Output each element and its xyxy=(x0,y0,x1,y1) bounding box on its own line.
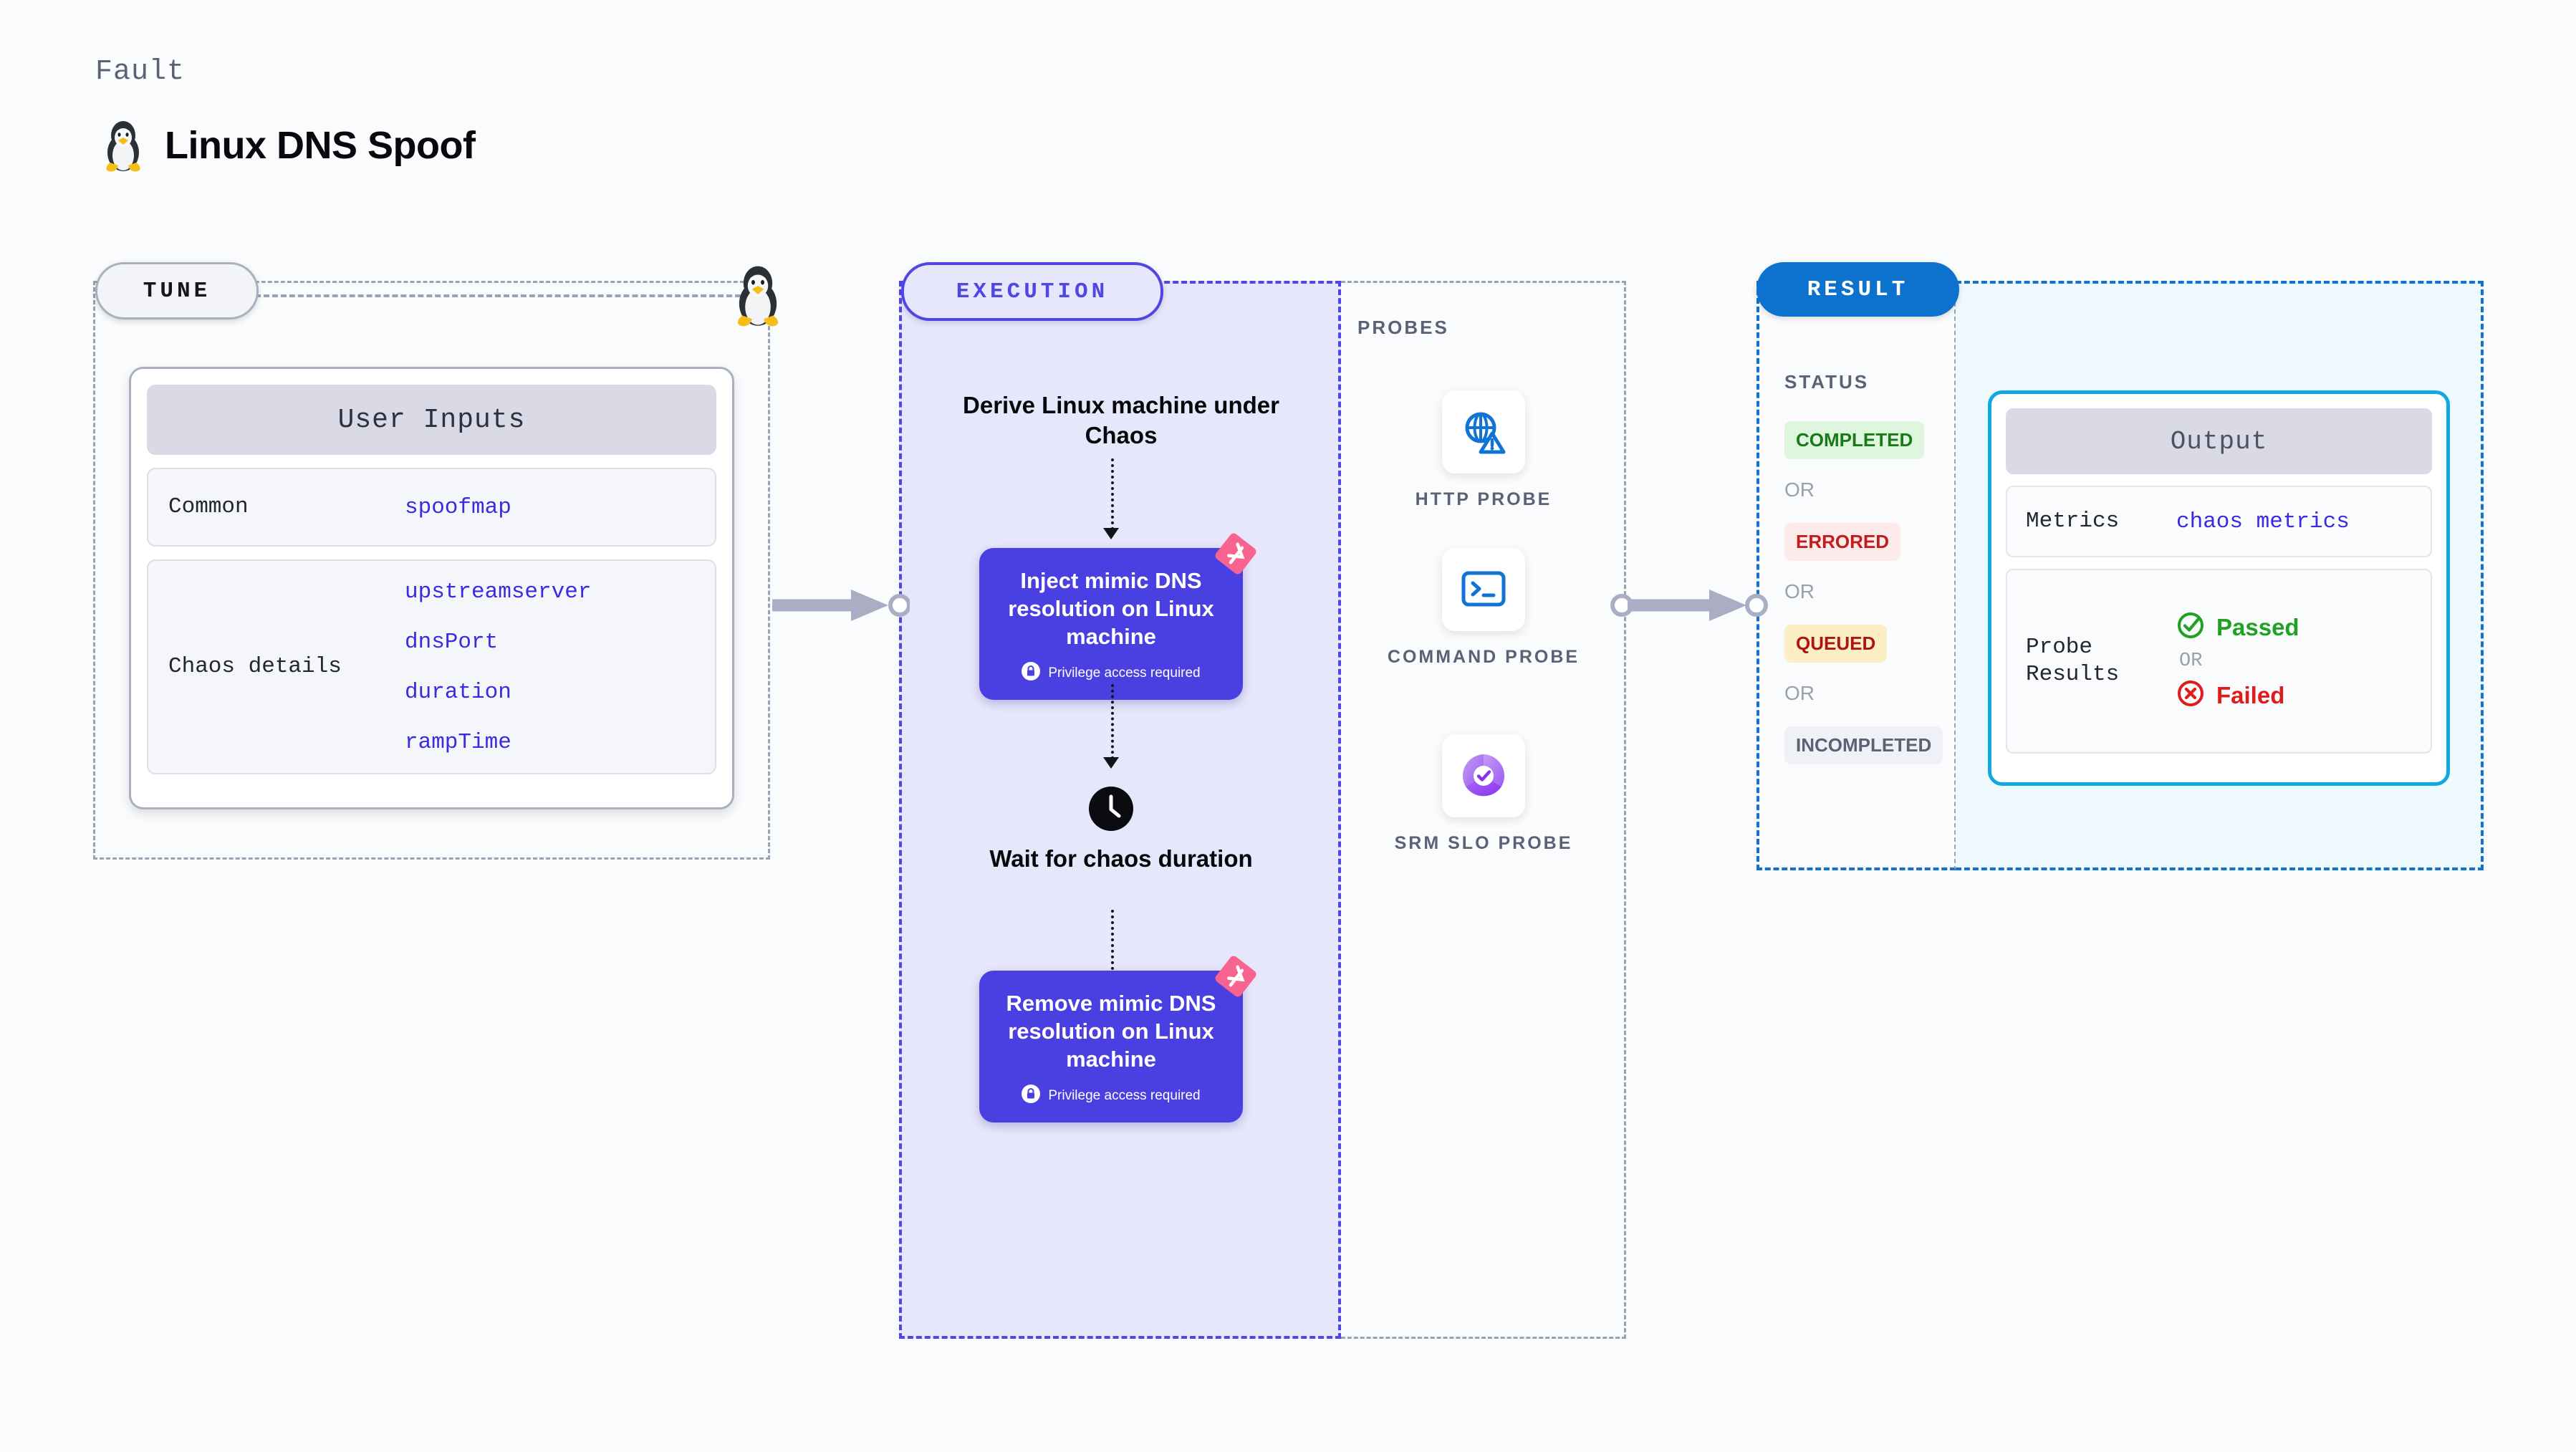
status-section-title: STATUS xyxy=(1784,371,1870,393)
tune-value-spoofmap[interactable]: spoofmap xyxy=(405,494,511,520)
terminal-icon xyxy=(1442,548,1525,631)
status-separator-or: OR xyxy=(1784,580,1815,602)
probes-section-title: PROBES xyxy=(1357,317,1449,338)
page-title-row: Linux DNS Spoof xyxy=(100,118,476,173)
stage-pill-execution[interactable]: EXECUTION xyxy=(901,262,1163,321)
tune-value-duration[interactable]: duration xyxy=(405,679,511,705)
tune-value-dnsport[interactable]: dnsPort xyxy=(405,629,499,655)
slo-donut-check-icon xyxy=(1442,734,1525,817)
tune-value-ramptime[interactable]: rampTime xyxy=(405,729,511,755)
tux-linux-icon-border xyxy=(731,262,785,328)
tune-row-chaos-values: upstreamserver dnsPort duration rampTime xyxy=(405,580,591,755)
fault-kicker-label: Fault xyxy=(95,56,186,88)
tune-value-upstreamserver[interactable]: upstreamserver xyxy=(405,579,592,605)
probe-result-passed: Passed xyxy=(2176,611,2299,643)
stage-pill-result[interactable]: RESULT xyxy=(1756,262,1959,317)
output-row-probe-results: Probe Results Passed OR xyxy=(2006,569,2432,754)
tune-row-common-values: spoofmap xyxy=(405,495,511,520)
execution-node-inject-privilege: Privilege access required xyxy=(996,662,1226,684)
output-card: Output Metrics chaos metrics Probe Resul… xyxy=(1988,390,2450,786)
tune-row-chaos-details: Chaos details upstreamserver dnsPort dur… xyxy=(147,559,716,774)
globe-warning-icon xyxy=(1442,390,1525,473)
tux-linux-icon xyxy=(100,118,146,173)
status-badge-completed: COMPLETED xyxy=(1784,421,1925,459)
probe-result-passed-label: Passed xyxy=(2216,613,2299,640)
execution-node-remove-title: Remove mimic DNS resolution on Linux mac… xyxy=(1006,991,1216,1072)
output-probe-results-label: Probe Results xyxy=(2026,635,2120,687)
probe-result-separator-or: OR xyxy=(2179,650,2203,672)
probe-item-srm-slo[interactable]: SRM SLO PROBE xyxy=(1376,734,1591,855)
stage-pill-tune[interactable]: TUNE xyxy=(95,262,259,319)
wait-for-chaos-duration-label: Wait for chaos duration xyxy=(989,845,1253,872)
execution-node-inject-privilege-text: Privilege access required xyxy=(1048,665,1201,681)
flow-connector-1 xyxy=(1111,458,1114,530)
execution-node-inject-title: Inject mimic DNS resolution on Linux mac… xyxy=(1008,568,1214,650)
status-badge-queued: QUEUED xyxy=(1784,625,1888,663)
output-card-title: Output xyxy=(2006,408,2432,474)
probe-item-command[interactable]: COMMAND PROBE xyxy=(1376,548,1591,669)
probe-result-failed: Failed xyxy=(2176,679,2299,711)
flow-connector-2 xyxy=(1111,684,1114,759)
output-metrics-label: Metrics xyxy=(2026,509,2120,534)
flow-arrowhead-1 xyxy=(1103,528,1119,539)
user-inputs-card: User Inputs Common spoofmap Chaos detail… xyxy=(129,367,734,809)
probe-item-srm-slo-label: SRM SLO PROBE xyxy=(1394,833,1573,853)
status-panel xyxy=(1756,281,1956,870)
check-circle-icon xyxy=(2176,611,2205,643)
chaos-flag-badge-icon xyxy=(1208,948,1264,1005)
lock-icon xyxy=(1022,662,1041,684)
probes-to-result-arrow xyxy=(1610,590,1768,621)
probe-item-command-label: COMMAND PROBE xyxy=(1387,647,1580,667)
lock-icon xyxy=(1022,1085,1041,1107)
status-badge-incompleted: INCOMPLETED xyxy=(1784,726,1943,764)
page-title: Linux DNS Spoof xyxy=(165,124,476,167)
probe-result-failed-label: Failed xyxy=(2216,681,2285,708)
flow-connector-3 xyxy=(1111,910,1114,976)
user-inputs-title: User Inputs xyxy=(147,385,716,455)
x-circle-icon xyxy=(2176,679,2205,711)
probe-item-http-label: HTTP PROBE xyxy=(1415,489,1552,509)
status-badge-errored: ERRORED xyxy=(1784,523,1901,561)
clock-icon xyxy=(1089,787,1133,831)
tune-to-execution-arrow xyxy=(772,590,910,621)
chaos-flag-badge-icon xyxy=(1208,526,1264,582)
probe-item-http[interactable]: HTTP PROBE xyxy=(1376,390,1591,511)
execution-node-remove-privilege: Privilege access required xyxy=(996,1085,1226,1107)
execution-start-label: Derive Linux machine under Chaos xyxy=(963,392,1279,448)
tune-row-chaos-label: Chaos details xyxy=(168,653,342,679)
execution-node-remove[interactable]: Remove mimic DNS resolution on Linux mac… xyxy=(979,956,1256,1123)
status-separator-or: OR xyxy=(1784,682,1815,704)
status-separator-or: OR xyxy=(1784,479,1815,501)
tune-panel xyxy=(93,281,770,860)
execution-node-inject[interactable]: Inject mimic DNS resolution on Linux mac… xyxy=(979,533,1256,701)
tune-pill-connector-line xyxy=(255,294,749,297)
output-row-metrics: Metrics chaos metrics xyxy=(2006,486,2432,557)
flow-arrowhead-2 xyxy=(1103,757,1119,769)
output-probe-results-values: Passed OR Failed xyxy=(2176,611,2299,711)
tune-row-common: Common spoofmap xyxy=(147,468,716,547)
tune-row-common-label: Common xyxy=(168,494,249,519)
execution-node-remove-privilege-text: Privilege access required xyxy=(1048,1087,1201,1103)
output-metrics-value[interactable]: chaos metrics xyxy=(2176,509,2350,534)
